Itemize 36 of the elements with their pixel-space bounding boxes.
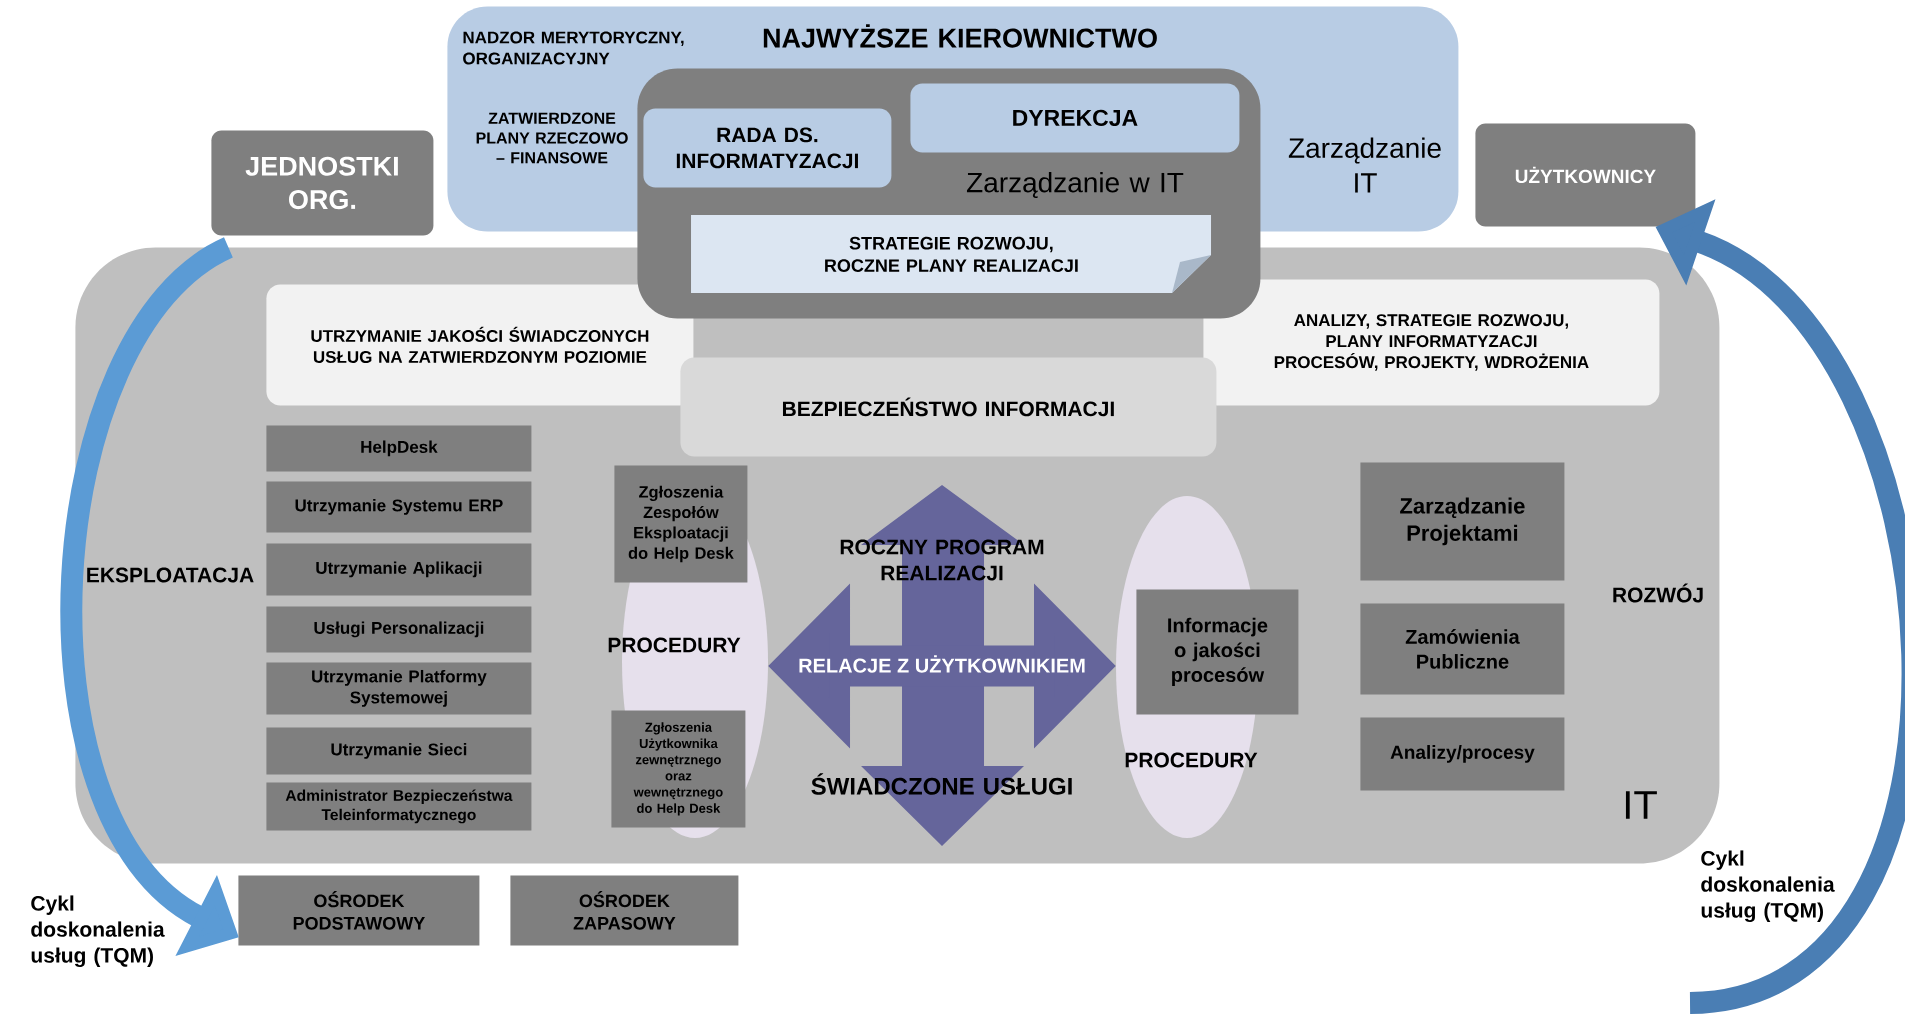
board-box: DYREKCJA — [910, 83, 1240, 153]
service-box: Utrzymanie Platformy Systemowej — [266, 662, 532, 715]
cycle-label: Cykl doskonalenia usług (TQM) — [1701, 850, 1835, 923]
service-box: HelpDesk — [266, 425, 532, 472]
process-box: BEZPIECZEŃSTWO INFORMACJI — [680, 357, 1217, 457]
council-box: RADA DS. INFORMATYZACJI — [643, 108, 892, 188]
service-box: Administrator Bezpieczeństwa Teleinformatycznego — [266, 782, 532, 831]
cycle-label: Cykl doskonalenia usług (TQM) — [31, 895, 165, 968]
unit-box: JEDNOSTKI ORG. — [211, 130, 434, 236]
panel-heading: NAJWYŻSZE KIEROWNICTWO — [763, 24, 1157, 48]
service-box: Usługi Personalizacji — [266, 606, 532, 653]
area-label: ROZWÓJ — [1613, 583, 1703, 603]
project-box: Analizy/procesy — [1360, 717, 1565, 791]
request-box: Zgłoszenia Użytkownika zewnętrznego oraz wewnętrznego do Help Desk — [611, 710, 746, 828]
service-box: Utrzymanie Aplikacji — [266, 543, 532, 596]
user-box: UŻYTKOWNICY — [1475, 123, 1696, 227]
project-box: Zamówienia Publiczne — [1360, 603, 1565, 695]
panel-note: ZATWIERDZONE PLANY RZECZOWO – FINANSOWE — [476, 112, 628, 164]
panel-title: Zarządzanie w IT — [966, 171, 1184, 199]
ellipse-label: PROCEDURY — [1125, 752, 1258, 768]
panel-title: Zarządzanie IT — [1288, 137, 1441, 193]
note-box: STRATEGIE ROZWOJU, ROCZNE PLANY REALIZACJI — [691, 215, 1211, 293]
info-box: Informacje o jakości procesów — [1136, 589, 1299, 715]
panel-note: NADZOR MERYTORYCZNY, ORGANIZACYJNY — [463, 31, 684, 65]
process-box: UTRZYMANIE JAKOŚCI ŚWIADCZONYCH USŁUG NA ZATWIERDZONYM POZIOMIE — [266, 284, 694, 406]
process-box: ANALIZY, STRATEGIE ROZWOJU, PLANY INFORMATYZACJI PROCESÓW, PROJEKTY, WDROŻENIA — [1203, 279, 1660, 406]
edge-label: RELACJE Z UŻYTKOWNIKIEM — [799, 655, 1085, 673]
project-box: Zarządzanie Projektami — [1360, 462, 1565, 581]
center-box: OŚRODEK PODSTAWOWY — [238, 875, 480, 946]
request-box: Zgłoszenia Zespołów Eksploatacji do Help Desk — [614, 465, 748, 583]
service-box: Utrzymanie Sieci — [266, 727, 532, 775]
area-label: EKSPLOATACJA — [87, 567, 254, 583]
panel-title: IT — [1625, 791, 1657, 819]
ellipse-label: PROCEDURY — [608, 637, 741, 653]
service-box: Utrzymanie Systemu ERP — [266, 481, 532, 533]
center-box: OŚRODEK ZAPASOWY — [510, 875, 739, 946]
